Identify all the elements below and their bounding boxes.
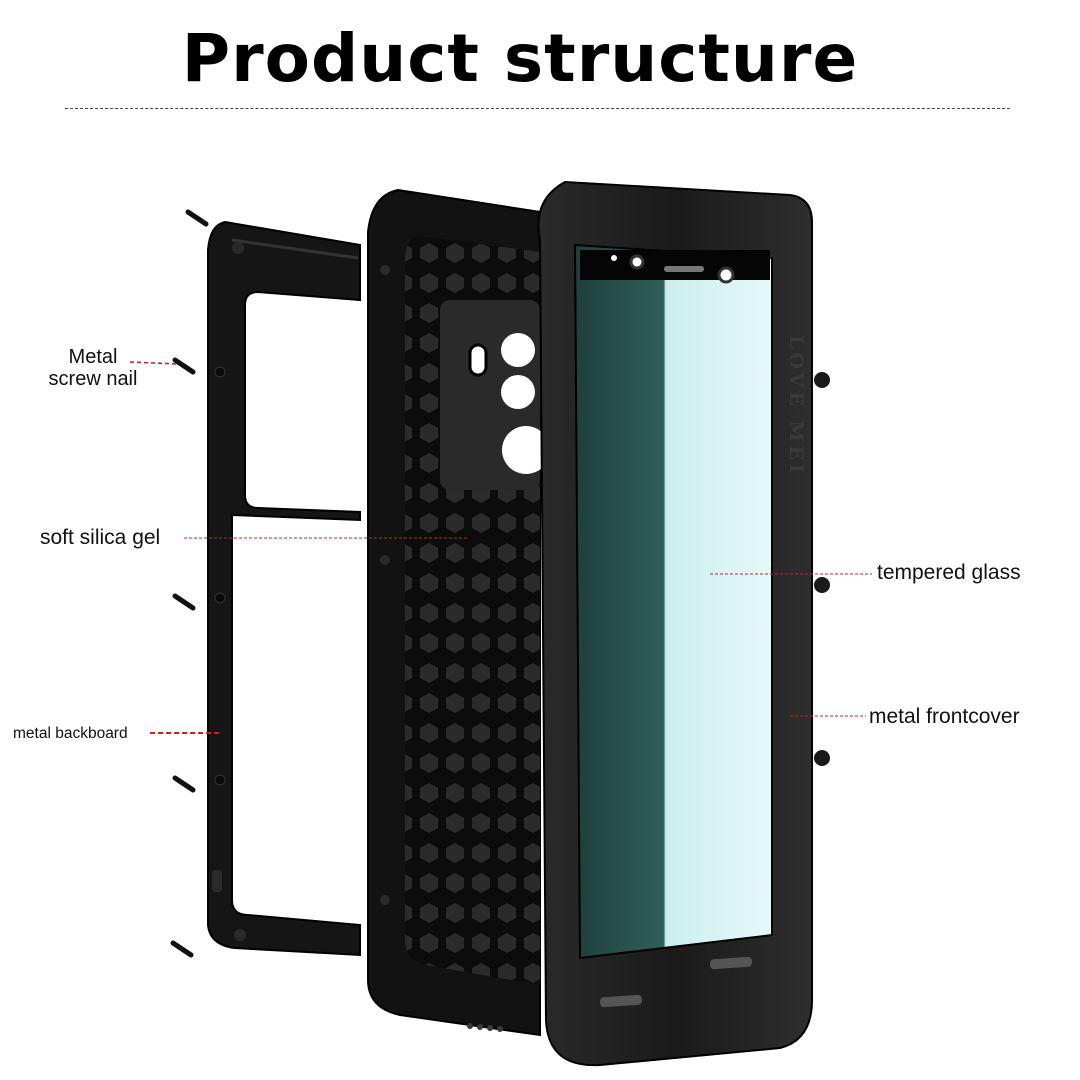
- soft-silica-gel-case: [367, 188, 550, 1037]
- metal-backboard-frame: [207, 220, 361, 957]
- page-title: Product structure: [181, 20, 859, 97]
- tempered-glass: [573, 243, 773, 960]
- screw-icon: [172, 593, 196, 611]
- label-metal-screw-nail-text: Metal screw nail: [48, 346, 138, 390]
- screw-icon: [172, 357, 196, 375]
- label-soft-silica-gel: soft silica gel: [40, 526, 161, 549]
- label-metal-backboard: metal backboard: [13, 725, 128, 742]
- screw-icon: [170, 940, 194, 958]
- frame-engraving: LOVE MEI: [785, 335, 807, 477]
- label-tempered-glass: tempered glass: [877, 561, 1021, 584]
- label-metal-frontcover: metal frontcover: [869, 705, 1020, 728]
- screw-set: [170, 209, 209, 958]
- screw-icon: [172, 775, 196, 793]
- title-divider: [65, 108, 1010, 109]
- leader-line-screw: [129, 361, 179, 365]
- screw-icon: [185, 209, 209, 227]
- label-metal-screw-nail: Metal screw nail: [38, 346, 148, 390]
